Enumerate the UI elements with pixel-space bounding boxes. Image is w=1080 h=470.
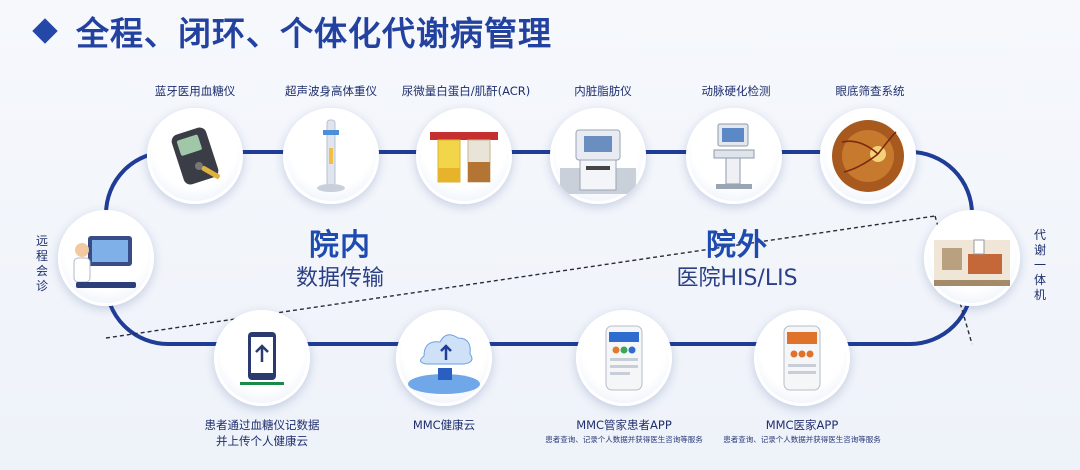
phone-upload-label: 患者通过血糖仪记数据 [204, 418, 320, 432]
patient-app-node [576, 310, 672, 406]
device-label-glucose-meter: 蓝牙医用血糖仪 [154, 84, 236, 98]
title-row: 全程、闭环、个体化代谢病管理 [32, 8, 552, 54]
zone-outside-sub: 医院HIS/LIS [676, 266, 798, 291]
integrated-machine-node [924, 210, 1020, 306]
urine-test-icon [430, 132, 498, 183]
device-label-urine-acr: 尿微量白蛋白/肌酐(ACR) [401, 84, 531, 98]
device-label-height-scale: 超声波身高体重仪 [285, 84, 377, 98]
integrated-machine-icon [934, 239, 1010, 286]
phone-upload-icon [240, 332, 284, 385]
patient-app-sub-label: 患者查询、记录个人数据并获得医生咨询等服务 [545, 435, 703, 444]
device-label-fundus: 眼底筛查系统 [835, 84, 905, 98]
height-scale-node [283, 108, 379, 204]
cloud-server-icon [408, 334, 480, 394]
doctor-app-label: MMC医家APP [765, 418, 839, 432]
patient-app-icon [605, 325, 643, 391]
glucose-meter-icon [171, 127, 220, 185]
telemedicine-icon [73, 236, 136, 288]
phone-upload-label-line2: 并上传个人健康云 [216, 434, 308, 448]
fundus-eye-icon [832, 120, 904, 192]
glucose-meter-node [147, 108, 243, 204]
phone-upload-node [214, 310, 310, 406]
cloud-server-label: MMC健康云 [412, 418, 476, 432]
doctor-app-sub-label: 患者查询、记录个人数据并获得医生咨询等服务 [723, 435, 881, 444]
device-label-fat-analyzer: 内脏脂肪仪 [574, 84, 632, 98]
zone-inside-title: 院内 [309, 228, 371, 263]
device-label-arterial: 动脉硬化检测 [701, 84, 771, 98]
integrated-machine-label: 代谢一体机 [1033, 228, 1046, 302]
doctor-app-node [754, 310, 850, 406]
zone-outside-title: 院外 [706, 228, 768, 263]
cloud-server-node [396, 310, 492, 406]
urine-test-node [416, 108, 512, 204]
fat-analyzer-node [550, 108, 646, 204]
fat-analyzer-icon [560, 129, 636, 194]
fundus-eye-node [820, 108, 916, 204]
doctor-app-icon [783, 325, 821, 391]
telemedicine-node [58, 210, 154, 306]
arterial-monitor-node [686, 108, 782, 204]
height-scale-icon [317, 119, 345, 192]
patient-app-label: MMC管家患者APP [576, 418, 672, 432]
page-title: 全程、闭环、个体化代谢病管理 [76, 14, 552, 53]
zone-inside-sub: 数据传输 [295, 266, 384, 291]
telemedicine-label: 远程会诊 [35, 234, 48, 293]
arterial-monitor-icon [713, 123, 755, 189]
